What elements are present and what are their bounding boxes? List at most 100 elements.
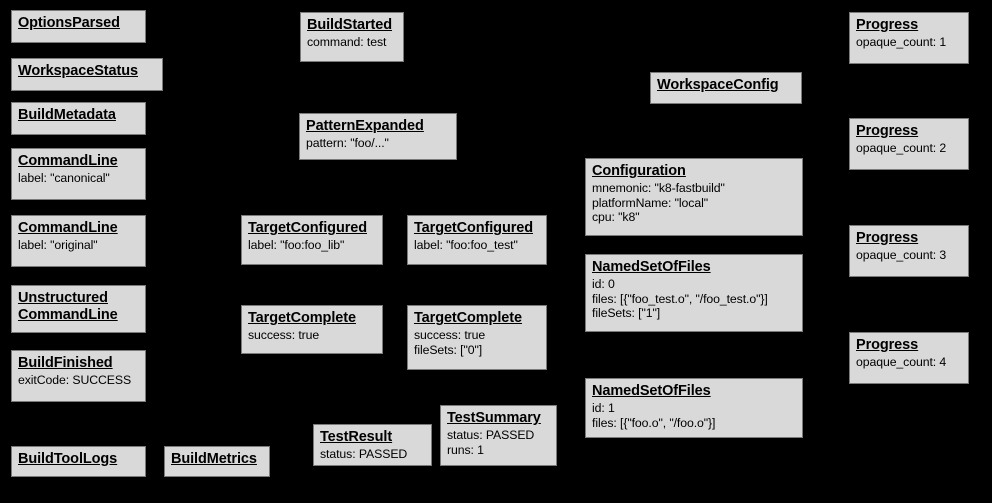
event-node-field: opaque_count: 2	[856, 141, 947, 156]
event-node-title-line: TargetConfigured	[414, 220, 533, 236]
event-node-title-line: TestSummary	[447, 410, 541, 426]
event-node-options-parsed[interactable]: OptionsParsed	[11, 10, 146, 43]
event-node-title-line: TargetConfigured	[248, 220, 367, 236]
event-node-title: NamedSetOfFiles	[592, 259, 796, 276]
event-node-title-line: BuildMetadata	[18, 107, 116, 123]
event-node-title-line: CommandLine	[18, 307, 118, 324]
event-node-command-line-original[interactable]: CommandLine label: "original"	[11, 215, 146, 267]
event-node-field: runs: 1	[447, 442, 484, 457]
event-node-title: TargetComplete	[248, 310, 376, 327]
event-node-fields: command: test	[307, 35, 397, 50]
event-node-target-configured-foo-lib[interactable]: TargetConfigured label: "foo:foo_lib"	[241, 215, 383, 265]
event-node-title: WorkspaceConfig	[657, 77, 795, 94]
event-node-title-line: BuildStarted	[307, 17, 393, 33]
event-node-title: BuildToolLogs	[18, 451, 139, 468]
event-node-fields: label: "canonical"	[18, 171, 139, 186]
event-node-field: files: [{"foo.o", "/foo.o"}]	[592, 415, 716, 430]
event-node-title: TestSummary	[447, 410, 550, 427]
event-node-title-line: BuildMetrics	[171, 451, 257, 467]
event-node-title: TargetConfigured	[248, 220, 376, 237]
event-node-title-line: Unstructured	[18, 290, 108, 306]
event-node-progress-1[interactable]: Progress opaque_count: 1	[849, 12, 969, 64]
event-node-title: BuildFinished	[18, 355, 139, 372]
event-node-title: WorkspaceStatus	[18, 63, 156, 80]
event-node-field: platformName: "local"	[592, 195, 708, 210]
event-node-title-line: Progress	[856, 17, 919, 33]
event-node-title-line: Progress	[856, 230, 919, 246]
event-node-build-started[interactable]: BuildStarted command: test	[300, 12, 404, 62]
event-node-title: Progress	[856, 230, 962, 247]
event-node-field: status: PASSED	[447, 428, 535, 443]
event-node-field: label: "foo:foo_test"	[414, 238, 518, 253]
event-node-title-line: OptionsParsed	[18, 15, 120, 31]
event-node-title: Progress	[856, 123, 962, 140]
event-node-fields: exitCode: SUCCESS	[18, 373, 139, 388]
event-node-fields: label: "foo:foo_lib"	[248, 238, 376, 253]
event-node-title: CommandLine	[18, 153, 139, 170]
event-node-title-line: PatternExpanded	[306, 118, 424, 134]
event-node-fields: opaque_count: 1	[856, 35, 962, 50]
event-node-title-line: Configuration	[592, 163, 686, 179]
event-node-field: fileSets: ["0"]	[414, 342, 483, 357]
event-node-title: PatternExpanded	[306, 118, 450, 135]
event-node-workspace-status[interactable]: WorkspaceStatus	[11, 58, 163, 91]
event-node-title-line: TestResult	[320, 429, 393, 445]
event-node-title-line: NamedSetOfFiles	[592, 383, 711, 399]
event-node-title: NamedSetOfFiles	[592, 383, 796, 400]
event-node-title-line: TargetComplete	[414, 310, 522, 326]
event-node-field: cpu: "k8"	[592, 210, 640, 225]
event-node-field: opaque_count: 3	[856, 248, 947, 263]
event-node-field: id: 1	[592, 401, 615, 416]
event-node-field: success: true	[248, 328, 320, 343]
event-node-build-metrics[interactable]: BuildMetrics	[164, 446, 270, 477]
event-node-fields: label: "original"	[18, 238, 139, 253]
event-node-configuration[interactable]: Configuration mnemonic: "k8-fastbuild"pla…	[585, 158, 803, 236]
event-node-field: files: [{"foo_test.o", "/foo_test.o"}]	[592, 291, 768, 306]
event-node-field: command: test	[307, 35, 387, 50]
event-node-fields: opaque_count: 3	[856, 248, 962, 263]
event-node-title-line: BuildFinished	[18, 355, 113, 371]
event-node-title: TestResult	[320, 429, 425, 446]
event-node-build-finished[interactable]: BuildFinished exitCode: SUCCESS	[11, 350, 146, 402]
event-node-fields: opaque_count: 4	[856, 355, 962, 370]
event-node-fields: mnemonic: "k8-fastbuild"platformName: "l…	[592, 181, 796, 225]
event-node-target-configured-foo-test[interactable]: TargetConfigured label: "foo:foo_test"	[407, 215, 547, 265]
event-node-title: BuildMetrics	[171, 451, 263, 468]
event-node-workspace-config[interactable]: WorkspaceConfig	[650, 72, 802, 104]
event-node-title-line: NamedSetOfFiles	[592, 259, 711, 275]
event-node-pattern-expanded[interactable]: PatternExpanded pattern: "foo/..."	[299, 113, 457, 160]
event-node-progress-3[interactable]: Progress opaque_count: 3	[849, 225, 969, 277]
event-node-title: CommandLine	[18, 220, 139, 237]
event-node-build-tool-logs[interactable]: BuildToolLogs	[11, 446, 146, 477]
event-node-field: opaque_count: 1	[856, 35, 947, 50]
event-node-title: BuildStarted	[307, 17, 397, 34]
event-node-title-line: WorkspaceStatus	[18, 63, 138, 79]
event-node-field: mnemonic: "k8-fastbuild"	[592, 181, 725, 196]
event-node-title-line: TargetComplete	[248, 310, 356, 326]
event-node-field: label: "canonical"	[18, 171, 110, 186]
event-node-title: Configuration	[592, 163, 796, 180]
event-node-target-complete-lib[interactable]: TargetComplete success: true	[241, 305, 383, 354]
event-node-field: label: "original"	[18, 238, 98, 253]
event-node-fields: label: "foo:foo_test"	[414, 238, 540, 253]
event-node-title: TargetConfigured	[414, 220, 540, 237]
event-node-field: success: true	[414, 328, 486, 343]
event-node-title: OptionsParsed	[18, 15, 139, 32]
event-node-field: pattern: "foo/..."	[306, 136, 389, 151]
event-node-field: opaque_count: 4	[856, 355, 947, 370]
event-node-build-metadata[interactable]: BuildMetadata	[11, 102, 146, 135]
event-node-title-line: CommandLine	[18, 220, 118, 236]
